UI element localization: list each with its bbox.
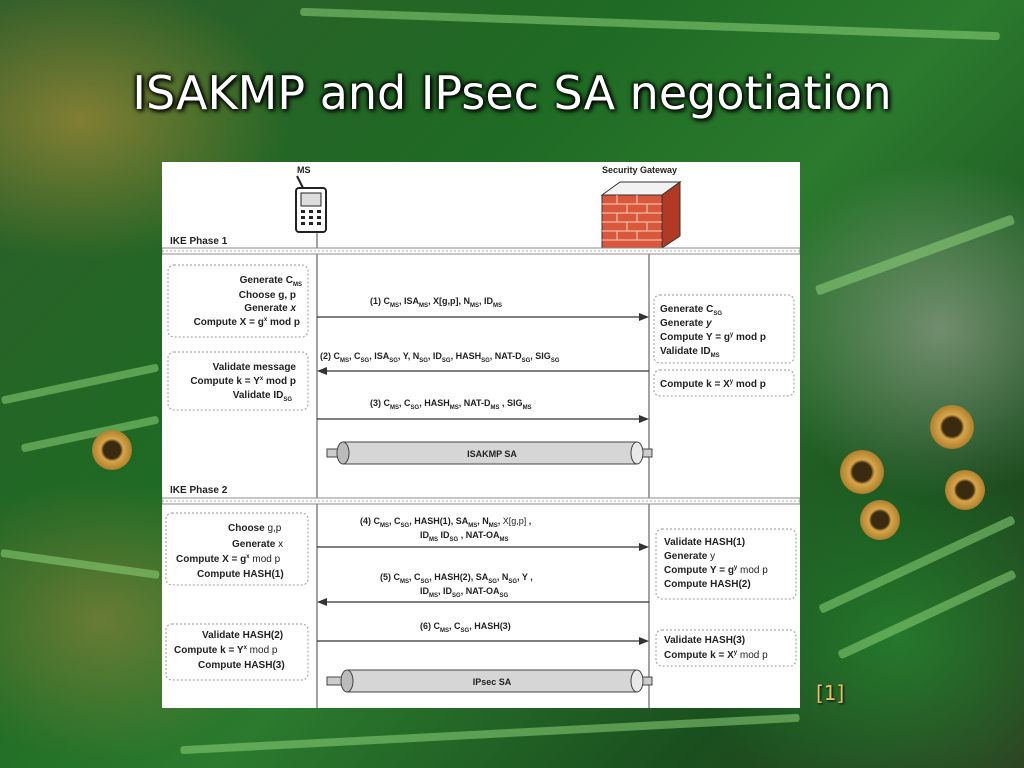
svg-text:Compute k = Xy mod p: Compute k = Xy mod p — [660, 379, 766, 390]
ipsec-sa-label: IPsec SA — [473, 677, 512, 687]
svg-text:Validate IDSG: Validate IDSG — [233, 390, 293, 403]
svg-text:Compute k = Yx mod p: Compute k = Yx mod p — [174, 645, 278, 656]
svg-text:Generate y: Generate y — [664, 551, 715, 562]
svg-text:Validate HASH(3): Validate HASH(3) — [664, 635, 745, 646]
svg-text:(2) CMS, CSG, ISASG, Y, NSG,: (2) CMS, CSG, ISASG, Y, NSG, IDSG, HASHS… — [320, 351, 560, 364]
phase2-ms-box1 — [165, 512, 309, 586]
svg-text:Compute HASH(1): Compute HASH(1) — [197, 569, 284, 580]
svg-text:(5) CMS, CSG, HASH(2), SASG, N: (5) CMS, CSG, HASH(2), SASG, NSG, Y , — [380, 572, 533, 585]
message-1: (1) CMS, ISAMS, X[g,p], NMS, IDMS — [317, 296, 649, 321]
svg-text:Compute k = Xy mod p: Compute k = Xy mod p — [664, 650, 768, 661]
message-2: (2) CMS, CSG, ISASG, Y, NSG, IDSG, HASHS… — [317, 351, 649, 375]
isakmp-sa-label: ISAKMP SA — [467, 449, 517, 459]
phase1-sg-box2 — [653, 369, 795, 397]
phase2-sg-box1 — [655, 528, 797, 600]
svg-text:Compute X = gx mod p: Compute X = gx mod p — [194, 317, 300, 328]
phase2-ms-box2 — [165, 623, 309, 681]
svg-text:Generate CMS: Generate CMS — [240, 275, 302, 288]
mobile-phone-icon — [295, 175, 327, 233]
ipsec-sa-tunnel: IPsec SA — [326, 669, 653, 693]
message-5: (5) CMS, CSG, HASH(2), SASG, NSG, Y , ID… — [317, 572, 649, 606]
phase1-ms-box2 — [167, 351, 309, 411]
isakmp-sa-tunnel: ISAKMP SA — [326, 441, 653, 465]
message-6: (6) CMS, CSG, HASH(3) — [317, 621, 649, 645]
svg-text:Generate CSG: Generate CSG — [660, 304, 722, 317]
phase1-ms-box1 — [167, 264, 309, 338]
message-4: (4) CMS, CSG, HASH(1), SAMS, NMS, X[g,p]… — [317, 516, 649, 551]
slide-title: ISAKMP and IPsec SA negotiation — [132, 66, 892, 120]
svg-text:Generate x: Generate x — [244, 303, 296, 314]
security-gateway-label: Security Gateway — [602, 165, 677, 175]
phase2-separator — [162, 497, 800, 505]
svg-text:(3) CMS, CSG, HASHMS, NAT-DMS: (3) CMS, CSG, HASHMS, NAT-DMS , SIGMS — [370, 398, 532, 411]
svg-text:Validate IDMS: Validate IDMS — [660, 346, 720, 359]
svg-text:(1) CMS, ISAMS, X[g,p], NMS,: (1) CMS, ISAMS, X[g,p], NMS, IDMS — [370, 296, 502, 309]
svg-text:Validate HASH(1): Validate HASH(1) — [664, 537, 745, 548]
svg-text:Compute Y = gy mod p: Compute Y = gy mod p — [664, 565, 768, 576]
svg-text:IDMS, IDSG, NAT-OASG: IDMS, IDSG, NAT-OASG — [420, 586, 509, 599]
svg-text:IDMS IDSG , NAT-OAMS: IDMS IDSG , NAT-OAMS — [420, 530, 509, 543]
ike-sequence-diagram: MS Security Gateway IKE Phase 1 — [162, 162, 800, 708]
svg-text:Validate message: Validate message — [213, 362, 297, 373]
svg-text:Choose g,p: Choose g,p — [228, 523, 282, 534]
reference-citation: [1] — [816, 681, 845, 705]
phase1-sg-box1 — [653, 294, 795, 364]
svg-text:Compute HASH(3): Compute HASH(3) — [198, 660, 285, 671]
svg-text:Choose g, p: Choose g, p — [239, 290, 296, 301]
phase2-sg-box2 — [655, 629, 797, 667]
svg-text:Compute k = Yx mod p: Compute k = Yx mod p — [190, 376, 296, 387]
svg-text:Validate HASH(2): Validate HASH(2) — [202, 630, 283, 641]
ms-label: MS — [297, 165, 311, 175]
svg-text:(4) CMS, CSG, HASH(1), SAMS, N: (4) CMS, CSG, HASH(1), SAMS, NMS, X[g,p]… — [360, 516, 531, 529]
svg-text:Generate x: Generate x — [232, 539, 283, 550]
svg-text:Generate y: Generate y — [660, 318, 712, 329]
message-3: (3) CMS, CSG, HASHMS, NAT-DMS , SIGMS — [317, 398, 649, 423]
svg-text:Compute X = gx mod p: Compute X = gx mod p — [176, 554, 281, 565]
phase2-label: IKE Phase 2 — [170, 485, 228, 496]
firewall-icon — [600, 181, 682, 249]
phase1-separator — [162, 247, 800, 255]
svg-text:(6) CMS, CSG, HASH(3): (6) CMS, CSG, HASH(3) — [420, 621, 511, 634]
phase1-label: IKE Phase 1 — [170, 236, 228, 247]
svg-text:Compute HASH(2): Compute HASH(2) — [664, 579, 751, 590]
svg-text:Compute Y = gy mod p: Compute Y = gy mod p — [660, 332, 766, 343]
